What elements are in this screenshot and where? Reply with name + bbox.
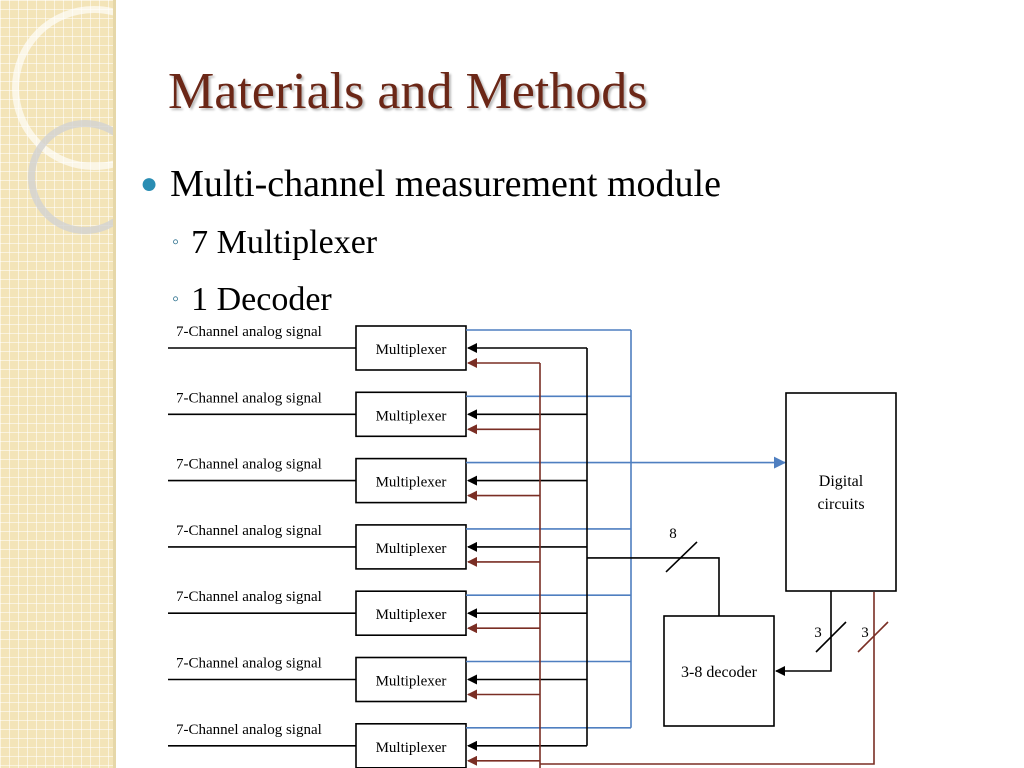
multiplexer-box [355,524,467,570]
multiplexer-label: Multiplexer [376,541,447,557]
analog-signal-label: 7-Channel analog signal [176,656,322,672]
decoder-select-line [587,557,720,616]
bus-width-slash [665,541,698,573]
bus-width-label: 8 [669,526,677,542]
decoder-control-arrow [775,591,832,676]
sub-bullet-item: ◦ 1 Decoder [172,281,332,319]
digital-circuits-label: circuits [817,496,864,513]
multiplexer-label: Multiplexer [376,740,447,756]
multiplexer-box [355,656,467,703]
bus-width-label: 3 [861,625,869,641]
multiplexer-stack: 7-Channel analog signalMultiplexer7-Chan… [168,324,631,768]
bus-width-slash [815,621,847,653]
multiplexer-label: Multiplexer [376,408,447,424]
slide-title: Materials and Methods [168,63,648,120]
analog-signal-label: 7-Channel analog signal [176,457,322,473]
digital-circuits-box [785,392,897,592]
analog-signal-label: 7-Channel analog signal [176,722,322,738]
decoder-box [663,615,775,727]
decorative-ring [28,120,113,234]
multiplexer-label: Multiplexer [376,607,447,623]
multiplexer-box [355,457,467,504]
analog-signal-label: 7-Channel analog signal [176,390,322,406]
bus-width-label: 3 [814,625,822,641]
analog-signal-label: 7-Channel analog signal [176,589,322,605]
multiplexer-box [355,391,467,438]
decoder-label: 3-8 decoder [681,664,758,681]
multiplexer-box [355,325,467,371]
decorative-side-panel [0,0,113,768]
sub-bullet-text: 7 Multiplexer [191,224,378,261]
sub-bullet-ring-icon: ◦ [172,288,180,310]
sub-bullet-text: 1 Decoder [191,281,332,318]
multiplexer-box [355,722,467,768]
bullet-text: Multi-channel measurement module [170,163,721,205]
bullet-dot-icon: ● [140,167,159,200]
multiplexer-box [355,590,467,637]
analog-signal-label: 7-Channel analog signal [176,324,322,340]
red-return-line [540,592,875,765]
bus-lines: 8 3 3 [539,330,889,768]
side-panel-edge [113,0,116,768]
multiplexer-label: Multiplexer [376,342,447,358]
sub-bullet-item: ◦ 7 Multiplexer [172,224,377,262]
multiplexer-label: Multiplexer [376,674,447,690]
bus-width-slash [857,621,889,653]
digital-circuits-label: Digital [819,473,864,490]
bullet-item: ● Multi-channel measurement module [140,162,721,206]
right-blocks: Digital circuits 3-8 decoder [663,392,897,727]
analog-signal-label: 7-Channel analog signal [176,523,322,539]
multiplexer-label: Multiplexer [376,475,447,491]
sub-bullet-ring-icon: ◦ [172,231,180,253]
